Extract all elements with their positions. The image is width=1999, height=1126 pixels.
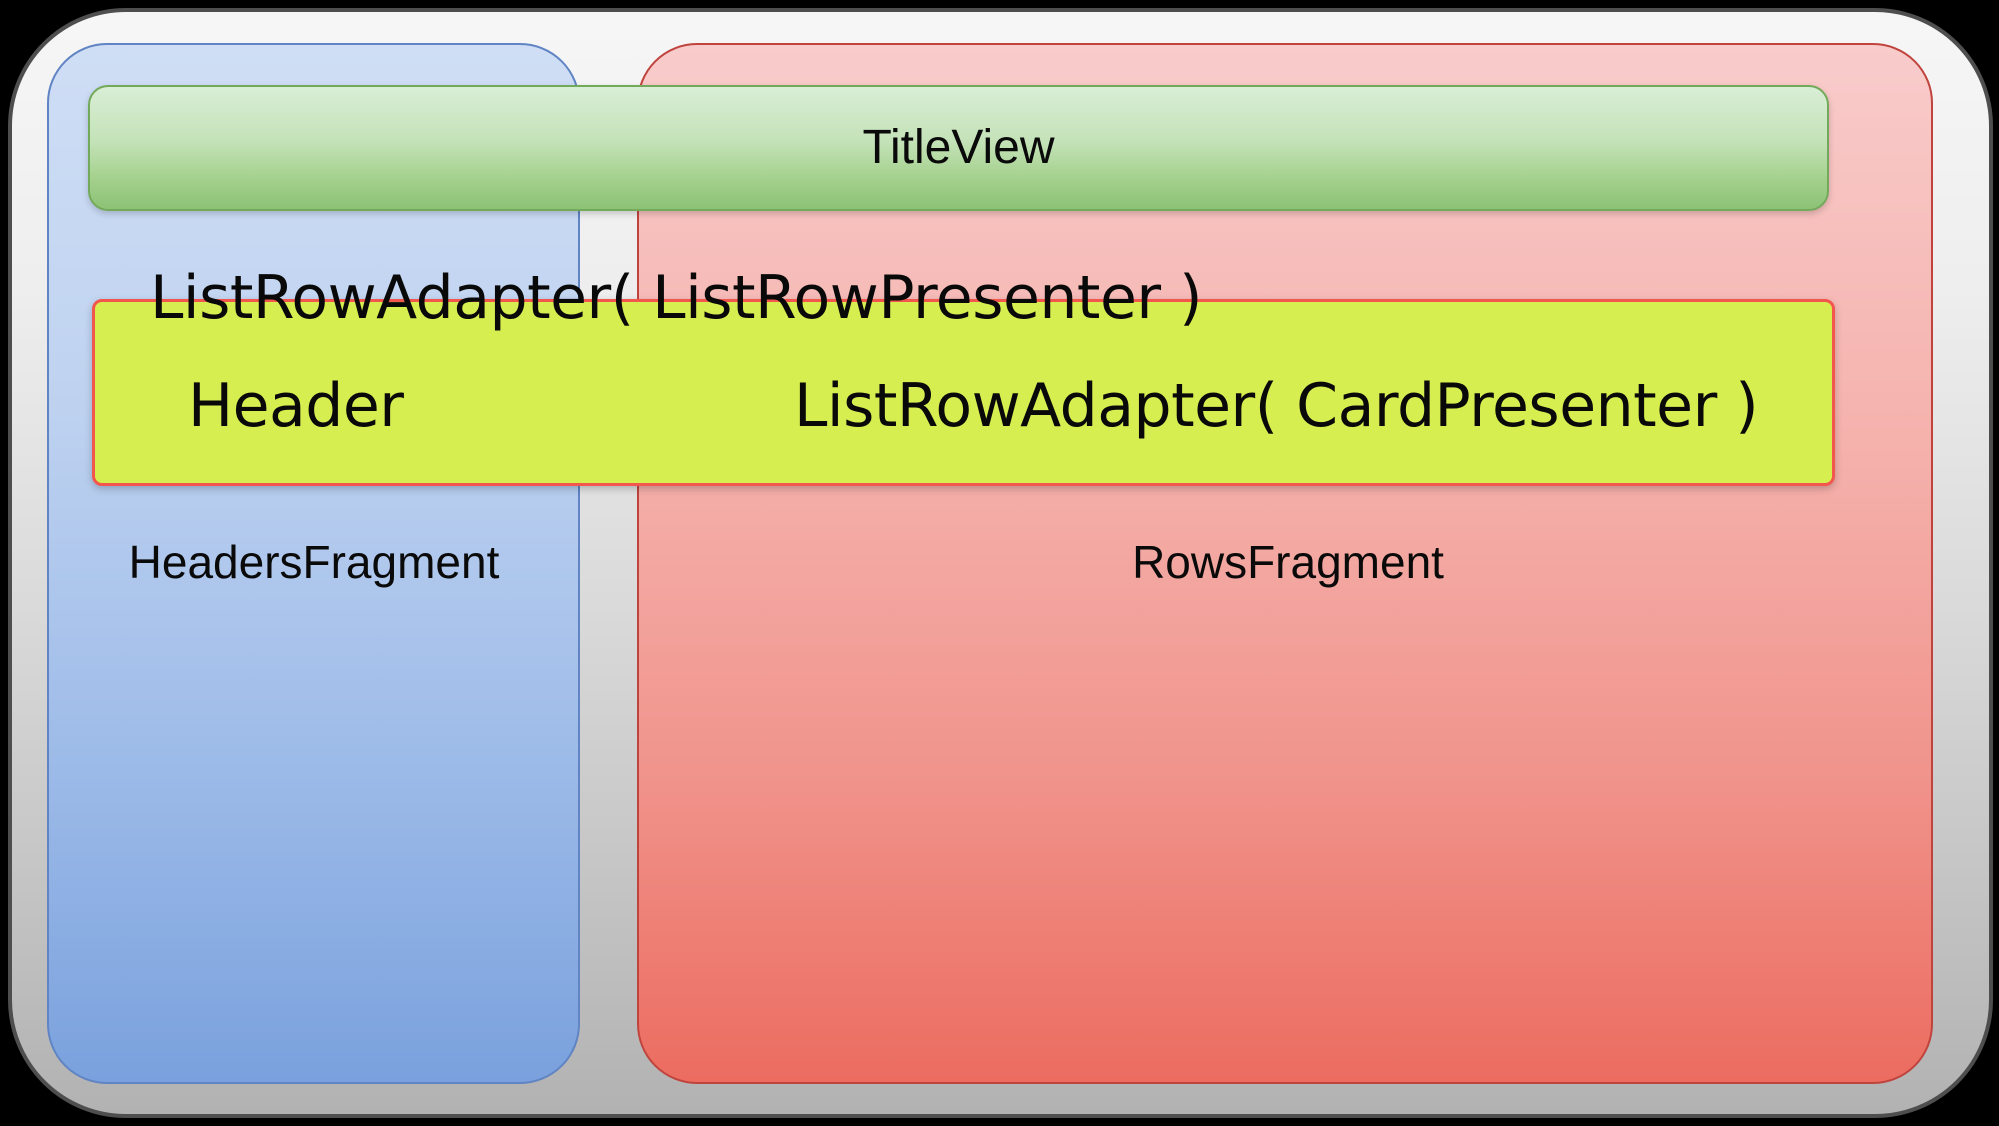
headers-fragment-box [47,43,580,1084]
adapter-bar [92,299,1835,486]
headers-fragment-label: HeadersFragment [128,536,500,588]
rows-fragment-box [637,43,1933,1084]
rows-fragment-label: RowsFragment [1132,536,1444,588]
titleview-bar: TitleView [88,85,1829,211]
header-label: Header [188,371,404,441]
card-presenter-label: ListRowAdapter( CardPresenter ) [794,371,1759,441]
listrow-presenter-label: ListRowAdapter( ListRowPresenter ) [150,263,1203,333]
titleview-label: TitleView [862,121,1055,174]
